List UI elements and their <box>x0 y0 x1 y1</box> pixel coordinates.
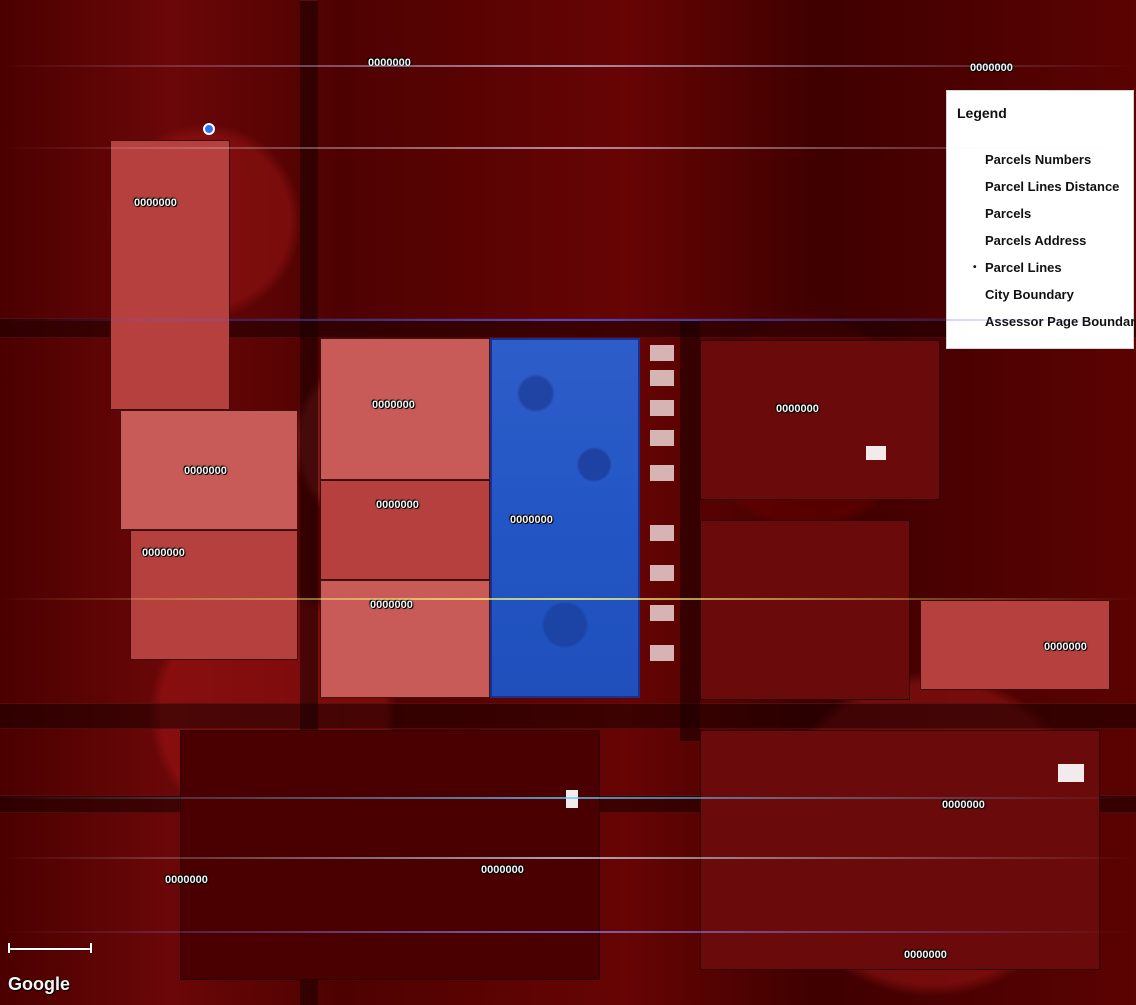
building-strip-4 <box>650 430 674 446</box>
south-parcel <box>180 730 600 980</box>
legend-item-parcel-lines-distance[interactable]: Parcel Lines Distance <box>985 179 1120 194</box>
east-road <box>680 320 700 742</box>
selected-parcel[interactable] <box>490 338 640 698</box>
parcel-label-14: 0000000 <box>904 949 947 961</box>
southeast-parcel <box>700 730 1100 970</box>
map-pin-icon[interactable] <box>203 123 215 135</box>
building-strip-9 <box>650 645 674 661</box>
parcel-label-11: 0000000 <box>165 874 208 886</box>
parcel-label-2: 0000000 <box>134 197 177 209</box>
west-parcel-b <box>130 530 298 660</box>
parcel-label-13: 0000000 <box>942 799 985 811</box>
parcel-label-7: 0000000 <box>370 599 413 611</box>
legend-item-parcels-address[interactable]: Parcels Address <box>985 233 1087 248</box>
google-logo: Google <box>8 974 70 994</box>
parcel-label-5: 0000000 <box>376 499 419 511</box>
building-strip-7 <box>650 565 674 581</box>
map-legend: Legend Parcels Numbers Parcel Lines Dist… <box>946 90 1136 349</box>
parcel-label-4: 0000000 <box>372 399 415 411</box>
legend-item-parcel-lines[interactable]: Parcel Lines <box>985 260 1062 275</box>
south-road <box>0 703 1136 729</box>
scanline-1 <box>0 65 1136 67</box>
parcel-label-6: 0000000 <box>142 547 185 559</box>
center-parcel-c <box>320 580 490 698</box>
parcel-label-10: 0000000 <box>1044 641 1087 653</box>
selected-layer-icon: • <box>973 262 977 273</box>
highlight-box-3 <box>566 790 578 808</box>
west-large-parcel <box>110 140 230 410</box>
building-strip-8 <box>650 605 674 621</box>
building-strip-3 <box>650 400 674 416</box>
building-strip-6 <box>650 525 674 541</box>
east-parcel-c <box>920 600 1110 690</box>
north-road <box>0 318 1136 338</box>
parcel-label-9: 0000000 <box>776 403 819 415</box>
legend-item-parcels[interactable]: Parcels <box>985 206 1032 221</box>
building-strip-5 <box>650 465 674 481</box>
building-strip-2 <box>650 370 674 386</box>
parcel-label-8: 0000000 <box>510 514 553 526</box>
center-parcel-b <box>320 480 490 580</box>
legend-item-city-boundary[interactable]: City Boundary <box>985 287 1074 302</box>
building-strip-1 <box>650 345 674 361</box>
scale-bar-icon <box>8 940 92 958</box>
east-parcel-b <box>700 520 910 700</box>
east-parcel-a <box>700 340 940 500</box>
parcel-label-12: 0000000 <box>481 864 524 876</box>
center-parcel-a <box>320 338 490 480</box>
legend-item-parcels-numbers[interactable]: Parcels Numbers <box>985 152 1092 167</box>
parcel-label-15: 0000000 <box>970 62 1013 74</box>
west-parcel-a <box>120 410 298 530</box>
legend-title: Legend <box>957 105 1007 121</box>
highlight-box-2 <box>1058 764 1084 782</box>
parcel-label-1: 0000000 <box>368 57 411 69</box>
legend-item-assessor-page-boundary[interactable]: Assessor Page Boundary <box>985 314 1136 329</box>
highlight-box-1 <box>866 446 886 460</box>
parcel-label-3: 0000000 <box>184 465 227 477</box>
